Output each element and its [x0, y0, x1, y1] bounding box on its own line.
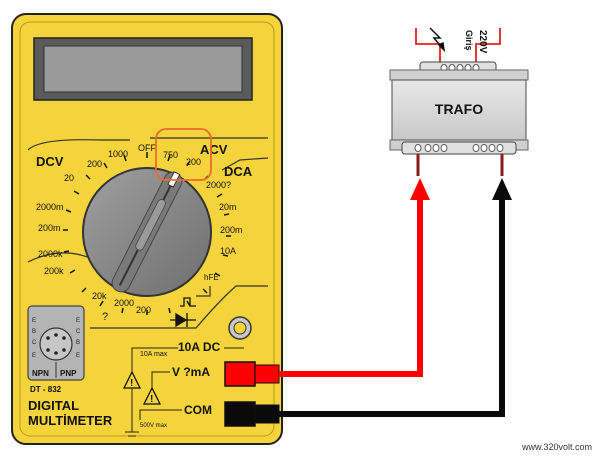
dca-200m-label: 200m	[220, 225, 243, 235]
com-label: COM	[184, 403, 212, 417]
dcv-2000m-label: 2000m	[36, 202, 64, 212]
pnp-label: PNP	[60, 369, 77, 378]
lightning-icon	[429, 27, 446, 53]
red-probe-plug[interactable]	[254, 364, 280, 384]
acv-750-label: 750	[163, 150, 178, 160]
rotary-selector[interactable]	[82, 167, 212, 297]
bottom-connector-pins	[414, 144, 504, 152]
dcv-20-label: 20	[64, 173, 74, 183]
ohm-20k-label: 20k	[92, 291, 107, 301]
lcd-screen	[43, 45, 243, 93]
hfe-label: hFE	[204, 273, 219, 282]
section-divider-ohm	[27, 252, 91, 263]
off-label: OFF	[138, 143, 156, 153]
site-watermark: www.320volt.com	[521, 442, 592, 452]
black-probe-plug[interactable]	[254, 404, 280, 424]
diode-icon	[170, 312, 196, 328]
trafo-label: TRAFO	[435, 101, 483, 117]
v-ohm-ma-label: V ?mA	[172, 365, 210, 379]
warning-icon: !	[142, 386, 162, 405]
max-500v-label: 500V max	[140, 423, 167, 429]
multimeter: DCV ACV DCA	[11, 13, 283, 445]
input-wire-left	[415, 28, 441, 64]
hfe-divider	[196, 286, 211, 297]
jack-annotation-lines	[125, 347, 244, 437]
dca-label: DCA	[224, 164, 253, 179]
ten-a-jack[interactable]	[228, 316, 252, 340]
ohm-200k-label: 200k	[44, 266, 64, 276]
section-divider-dca	[221, 157, 269, 171]
black-probe-wire	[279, 196, 505, 417]
v-ohm-ma-jack[interactable]	[224, 361, 256, 387]
ohm-2000k-label: 2000k	[38, 249, 63, 259]
dcv-label: DCV	[36, 154, 64, 169]
dca-10a-label: 10A	[220, 246, 236, 256]
dcv-1000-label: 1000	[108, 149, 128, 159]
com-jack[interactable]	[224, 401, 256, 427]
socket-pin-label: E	[76, 318, 80, 324]
model-label: DT - 832	[30, 385, 62, 394]
section-divider-left	[27, 139, 130, 151]
brand-line-1: DIGITAL	[28, 398, 79, 413]
input-label: Giriş	[464, 30, 474, 51]
dial-labels: OFF 750 200 1000 200 20 2000m 200m 2000k…	[36, 143, 243, 323]
svg-text:!: !	[130, 378, 133, 389]
red-probe-wire	[279, 196, 423, 377]
transistor-socket[interactable]: E B C E E C B E NPN PNP	[27, 305, 85, 381]
ten-a-max-label: 10A max	[140, 351, 168, 358]
input-voltage-label: 220V	[477, 30, 488, 54]
acv-label: ACV	[200, 142, 228, 157]
socket-pin-label: B	[32, 329, 36, 335]
trafo-core-top	[389, 69, 529, 81]
dcv-200m-label: 200m	[38, 223, 61, 233]
section-divider-bottom	[90, 285, 268, 329]
socket-pin-label: E	[76, 353, 80, 359]
bottom-connector	[401, 141, 517, 155]
ohm-200-label: 200	[136, 305, 151, 315]
socket-pin-label: E	[32, 318, 36, 324]
square-wave-icon	[180, 297, 196, 307]
trafo-body	[391, 79, 527, 141]
dca-20m-label: 20m	[219, 202, 237, 212]
ohm-unit-label: ?	[102, 311, 108, 323]
socket-pin-label: C	[32, 340, 37, 346]
socket-pin-label: E	[32, 353, 36, 359]
multimeter-inner-edge	[19, 21, 275, 437]
svg-text:!: !	[150, 394, 153, 405]
socket-pin-label: C	[76, 329, 81, 335]
socket-ring	[39, 327, 73, 361]
acv-range-highlight	[155, 128, 212, 181]
ten-a-dc-label: 10A DC	[178, 340, 221, 354]
red-arrow-head	[410, 178, 430, 200]
dca-2000u-label: 2000?	[206, 180, 231, 190]
brand-line-2: MULTİMETER	[28, 413, 113, 428]
dcv-200-label: 200	[87, 159, 102, 169]
black-arrow-head	[492, 178, 512, 200]
transformer: Giriş 220V TRAFO	[389, 27, 529, 176]
ohm-2000-label: 2000	[114, 298, 134, 308]
npn-label: NPN	[32, 369, 49, 378]
socket-pin-label: B	[76, 340, 80, 346]
rotary-pointer[interactable]	[109, 169, 185, 295]
acv-200-label: 200	[186, 157, 201, 167]
input-wire-right	[475, 28, 501, 64]
